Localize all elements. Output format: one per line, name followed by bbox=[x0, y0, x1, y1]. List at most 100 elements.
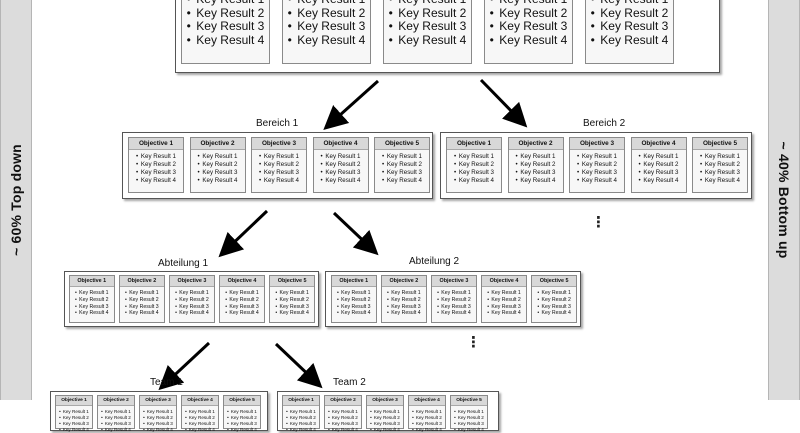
key-result-item: •Key Result 4 bbox=[586, 33, 673, 48]
key-result-text: Key Result 2 bbox=[520, 161, 556, 168]
bullet-icon: • bbox=[125, 310, 127, 317]
level-label-team-2: Team 2 bbox=[333, 377, 366, 388]
key-result-text: Key Result 3 bbox=[373, 421, 400, 426]
key-result-item: •Key Result 4 bbox=[220, 310, 264, 317]
key-result-list: •Key Result 1•Key Result 2•Key Result 3•… bbox=[325, 409, 361, 433]
objective-card: Objective 1•Key Result 1•Key Result 2•Ke… bbox=[282, 395, 320, 432]
bullet-icon: • bbox=[74, 303, 77, 310]
key-result-text: Key Result 3 bbox=[62, 421, 89, 426]
key-result-item: •Key Result 2 bbox=[509, 161, 563, 169]
key-result-item: • Key Result 2 bbox=[283, 5, 370, 21]
bullet-icon: • bbox=[287, 5, 292, 20]
key-result-item: •Key Result 3 bbox=[182, 19, 269, 34]
key-result-text: Key Result 1 bbox=[386, 153, 423, 160]
key-result-text: Key Result 3 bbox=[520, 169, 556, 176]
objective-title: Objective 3 bbox=[432, 276, 476, 287]
key-result-text: Key Result 2 bbox=[179, 296, 209, 303]
key-result-list: •Key Result 1•Key Result 2•Key Result 3•… bbox=[632, 153, 686, 185]
bullet-icon: • bbox=[454, 427, 456, 432]
bullet-icon: • bbox=[101, 427, 103, 432]
objective-title: Objective 5 bbox=[224, 396, 260, 406]
objective-title: Objective 3 bbox=[367, 396, 403, 406]
bullet-icon: • bbox=[388, 19, 393, 33]
objective-title: Objective 4 bbox=[182, 396, 218, 406]
objective-card: Objective 2•Key Result 1•Key Result 2•Ke… bbox=[119, 275, 165, 323]
objective-card: Objective 2•Key Result 1•Key Result 2•Ke… bbox=[189, 137, 246, 193]
key-result-text: Key Result 1 bbox=[458, 153, 495, 160]
objective-title: Objective 3 bbox=[570, 138, 624, 150]
key-result-text: Key Result 4 bbox=[341, 310, 371, 317]
bullet-icon: • bbox=[412, 427, 414, 432]
key-result-text: Key Result 1 bbox=[62, 409, 89, 414]
key-result-text: Key Result 3 bbox=[398, 19, 467, 33]
bullet-icon: • bbox=[175, 303, 177, 310]
key-result-item: •Key Result 4 bbox=[170, 310, 214, 317]
bullet-icon: • bbox=[590, 5, 595, 20]
key-result-item: •Key Result 3 bbox=[314, 169, 368, 177]
key-result-text: Key Result 1 bbox=[341, 290, 371, 296]
key-result-text: Key Result 1 bbox=[179, 290, 209, 296]
key-result-text: Key Result 1 bbox=[289, 409, 316, 414]
key-result-text: Key Result 2 bbox=[188, 415, 215, 420]
objective-title: Objective 5 bbox=[693, 138, 747, 150]
key-result-text: Key Result 1 bbox=[140, 153, 177, 160]
key-result-text: Key Result 1 bbox=[391, 290, 421, 296]
key-result-item: •Key Result 4 bbox=[140, 427, 176, 433]
objective-card: Objective 1•Key Result 1•Key Result 2•Ke… bbox=[55, 395, 93, 432]
key-result-item: •Key Result 2 bbox=[120, 297, 164, 304]
key-result-item: •Key Result 2 bbox=[532, 297, 576, 304]
objective-card: Objective 2•Key Result 1•Key Result 2•Ke… bbox=[324, 395, 362, 432]
bullet-icon: • bbox=[537, 310, 540, 317]
bullet-icon: • bbox=[381, 169, 385, 176]
key-result-item: •Key Result 1 bbox=[283, 0, 370, 7]
key-result-item: •Key Result 1 bbox=[220, 290, 264, 297]
bullet-icon: • bbox=[59, 409, 61, 414]
bullet-icon: • bbox=[388, 5, 393, 20]
key-result-item: •Key Result 4 bbox=[120, 310, 164, 317]
key-result-list: •Key Result 1•Key Result 2•Key Result 3•… bbox=[532, 290, 576, 317]
objective-card: Objective 4•Key Result 1•Key Result 2•Ke… bbox=[181, 395, 219, 432]
bullet-icon: • bbox=[515, 177, 518, 184]
bullet-icon: • bbox=[175, 296, 177, 303]
key-result-item: •Key Result 1 bbox=[570, 153, 624, 161]
key-result-item: •Key Result 3 bbox=[447, 169, 501, 177]
level-label-team-1: Team 1 bbox=[150, 377, 183, 388]
key-result-text: Key Result 2 bbox=[297, 5, 366, 20]
key-result-text: Key Result 1 bbox=[499, 0, 567, 6]
bullet-icon: • bbox=[227, 421, 229, 426]
key-result-item: •Key Result 4 bbox=[485, 33, 572, 48]
key-result-text: Key Result 2 bbox=[458, 161, 495, 168]
objective-card: Objective 4•Key Result 1•Key Result 2•Ke… bbox=[408, 395, 446, 432]
key-result-list: •Key Result 1•Key Result 2•Key Result 3•… bbox=[98, 409, 134, 433]
objective-card: Objective 3•Key Result 1•Key Result 2•Ke… bbox=[366, 395, 404, 432]
key-result-text: Key Result 2 bbox=[704, 161, 741, 168]
key-result-item: •Key Result 1 bbox=[384, 0, 471, 7]
top-down-sidebar bbox=[0, 0, 32, 400]
bullet-icon: • bbox=[287, 32, 292, 47]
bullet-icon: • bbox=[591, 0, 595, 6]
cascade-arrow bbox=[218, 209, 269, 258]
bullet-icon: • bbox=[197, 177, 200, 184]
bullet-icon: • bbox=[454, 415, 456, 420]
key-result-text: Key Result 1 bbox=[704, 153, 741, 160]
bullet-icon: • bbox=[288, 0, 292, 6]
key-result-text: Key Result 1 bbox=[398, 0, 466, 6]
key-result-text: Key Result 4 bbox=[202, 177, 238, 184]
key-result-item: •Key Result 3 bbox=[283, 19, 370, 34]
bullet-icon: • bbox=[59, 415, 61, 420]
objective-title: Objective 1 bbox=[447, 138, 501, 150]
bullet-icon: • bbox=[490, 0, 494, 6]
key-result-text: Key Result 2 bbox=[229, 296, 259, 303]
key-result-text: Key Result 1 bbox=[415, 409, 442, 414]
key-result-text: Key Result 1 bbox=[325, 153, 361, 160]
key-result-item: •Key Result 3 bbox=[332, 304, 376, 311]
key-result-item: •Key Result 2 bbox=[382, 297, 426, 304]
bullet-icon: • bbox=[59, 421, 61, 426]
objective-card: Objective 1•Key Result 1•Key Result 2•Ke… bbox=[331, 275, 377, 323]
objective-title: Objective 5 bbox=[532, 276, 576, 287]
bullet-icon: • bbox=[287, 19, 292, 33]
objective-title: Objective 1 bbox=[129, 138, 183, 150]
bottom-up-sidebar bbox=[768, 0, 800, 400]
key-result-text: Key Result 4 bbox=[373, 427, 400, 432]
key-result-item: •Key Result 4 bbox=[252, 177, 306, 185]
